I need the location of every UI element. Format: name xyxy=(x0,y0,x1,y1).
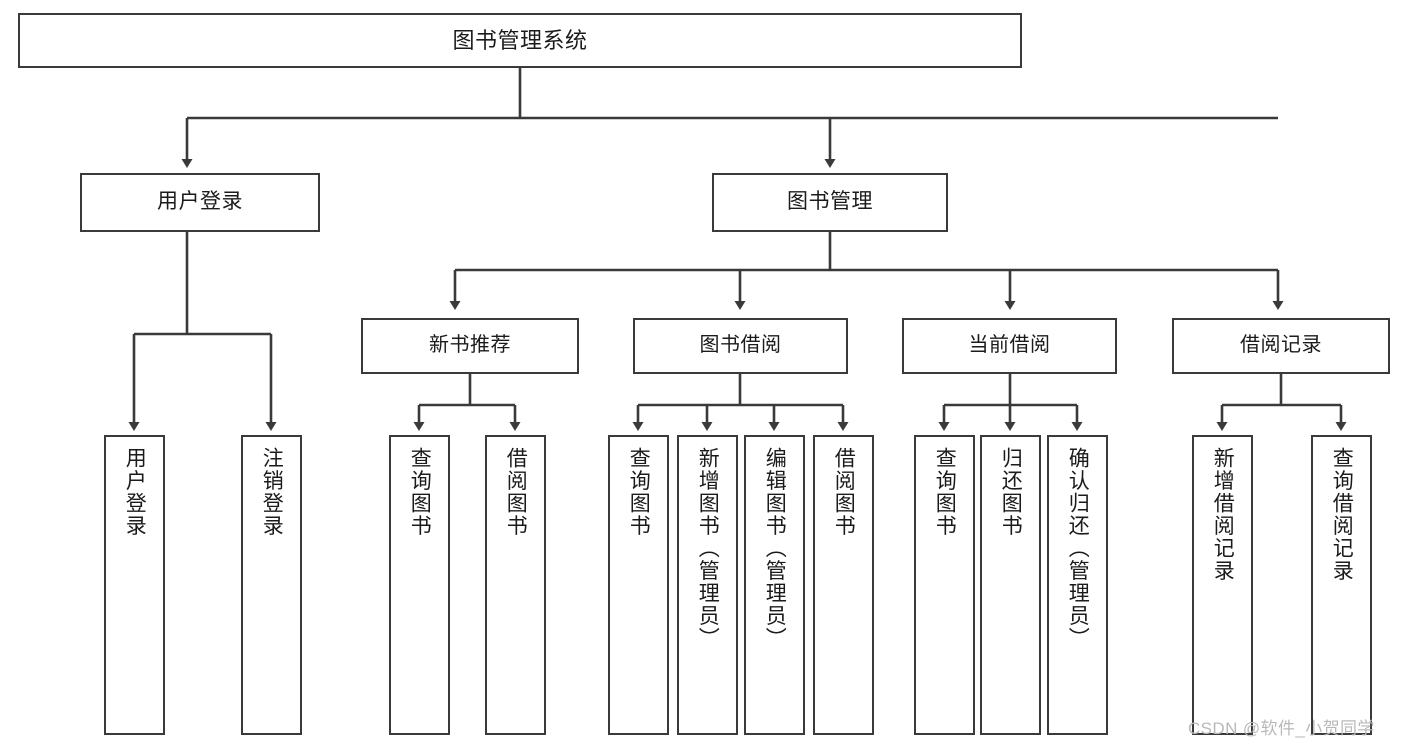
node-leaf-add-record[interactable]: 新增借阅记录 xyxy=(1192,435,1253,735)
node-current-borrow[interactable]: 当前借阅 xyxy=(902,318,1117,374)
node-leaf-confirm-return-label: 确认归还（管理员） xyxy=(1066,447,1090,650)
node-leaf-borrow-book-2-label: 借阅图书 xyxy=(832,447,856,537)
node-leaf-query-book-3-label: 查询图书 xyxy=(933,447,957,537)
node-leaf-edit-book[interactable]: 编辑图书（管理员） xyxy=(744,435,805,735)
node-leaf-borrow-book-2[interactable]: 借阅图书 xyxy=(813,435,874,735)
node-current-borrow-label: 当前借阅 xyxy=(968,334,1051,357)
node-borrow-record[interactable]: 借阅记录 xyxy=(1172,318,1390,374)
node-borrow-record-label: 借阅记录 xyxy=(1240,334,1322,357)
node-book-management-label: 图书管理 xyxy=(787,190,873,214)
node-leaf-user-login[interactable]: 用户登录 xyxy=(104,435,165,735)
node-leaf-logout-login-label: 注销登录 xyxy=(260,447,284,537)
node-leaf-edit-book-label: 编辑图书（管理员） xyxy=(763,447,787,650)
node-new-book-recommend[interactable]: 新书推荐 xyxy=(361,318,579,374)
node-book-borrow[interactable]: 图书借阅 xyxy=(633,318,848,374)
node-leaf-logout-login[interactable]: 注销登录 xyxy=(241,435,302,735)
node-leaf-add-book[interactable]: 新增图书（管理员） xyxy=(677,435,738,735)
watermark-text: CSDN @软件_小贺同学 xyxy=(1188,719,1375,738)
node-leaf-query-book-2[interactable]: 查询图书 xyxy=(608,435,669,735)
node-book-management[interactable]: 图书管理 xyxy=(712,173,948,232)
node-leaf-query-book-1-label: 查询图书 xyxy=(408,447,432,537)
node-leaf-borrow-book-1[interactable]: 借阅图书 xyxy=(485,435,546,735)
node-leaf-add-record-label: 新增借阅记录 xyxy=(1211,447,1235,582)
node-leaf-add-book-label: 新增图书（管理员） xyxy=(696,447,720,650)
node-user-login[interactable]: 用户登录 xyxy=(80,173,320,232)
node-leaf-return-book[interactable]: 归还图书 xyxy=(980,435,1041,735)
node-root-label: 图书管理系统 xyxy=(452,27,588,53)
node-leaf-query-book-1[interactable]: 查询图书 xyxy=(389,435,450,735)
node-book-borrow-label: 图书借阅 xyxy=(699,334,782,357)
node-leaf-confirm-return[interactable]: 确认归还（管理员） xyxy=(1047,435,1108,735)
node-user-login-label: 用户登录 xyxy=(157,190,243,214)
node-leaf-user-login-label: 用户登录 xyxy=(123,447,147,537)
node-leaf-return-book-label: 归还图书 xyxy=(999,447,1023,537)
node-leaf-query-book-3[interactable]: 查询图书 xyxy=(914,435,975,735)
node-root[interactable]: 图书管理系统 xyxy=(18,13,1022,68)
node-new-book-recommend-label: 新书推荐 xyxy=(429,334,511,357)
node-leaf-borrow-book-1-label: 借阅图书 xyxy=(504,447,528,537)
node-leaf-query-book-2-label: 查询图书 xyxy=(627,447,651,537)
node-leaf-query-record-label: 查询借阅记录 xyxy=(1330,447,1354,582)
node-leaf-query-record[interactable]: 查询借阅记录 xyxy=(1311,435,1372,735)
